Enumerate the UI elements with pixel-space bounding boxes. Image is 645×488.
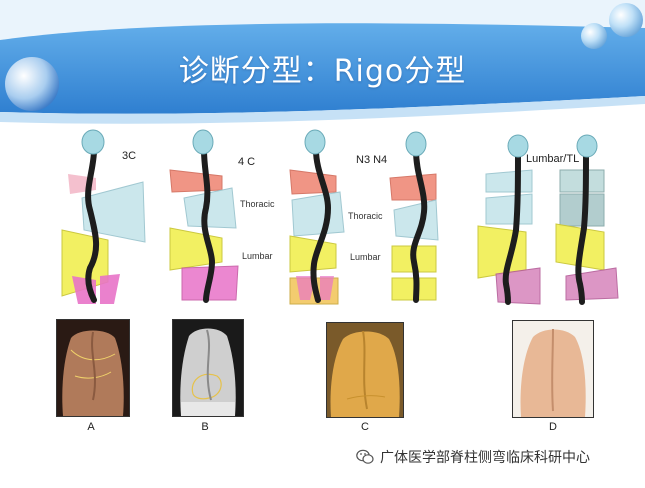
figure-3c — [61, 129, 146, 304]
photo-caption-a: A — [87, 421, 95, 433]
figure-tl — [555, 134, 619, 305]
slide-header — [0, 0, 645, 124]
decor-sphere-right-small — [581, 23, 607, 49]
watermark-text: 广体医学部脊柱侧弯临床科研中心 — [380, 450, 590, 466]
label-thoracic-4c: Thoracic — [240, 199, 275, 209]
patient-photo-a — [56, 319, 130, 417]
figure-lumbar — [477, 134, 541, 305]
label-type-lumbar-tl: Lumbar/TL — [526, 153, 580, 165]
label-type-n3n4: N3 N4 — [356, 154, 388, 166]
label-thoracic-n3: Thoracic — [348, 211, 383, 221]
label-type-3c: 3C — [122, 150, 137, 162]
wechat-icon — [356, 449, 374, 464]
figure-4c — [169, 129, 239, 303]
patient-photo-c — [326, 322, 404, 418]
photo-caption-d: D — [549, 421, 557, 433]
photo-caption-c: C — [361, 421, 369, 433]
decor-sphere-right-large — [609, 3, 643, 37]
label-type-4c: 4 C — [238, 156, 256, 168]
label-lumbar-n3: Lumbar — [350, 252, 381, 262]
patient-photo-b — [172, 319, 244, 417]
patient-photo-d — [512, 320, 594, 418]
photo-caption-b: B — [201, 421, 209, 433]
slide-title: 诊断分型：Rigo分型 — [178, 54, 467, 89]
decor-sphere-left — [5, 57, 59, 111]
figure-n3 — [289, 129, 345, 305]
label-lumbar-4c: Lumbar — [242, 251, 273, 261]
figure-n4 — [389, 131, 439, 303]
watermark: 广体医学部脊柱侧弯临床科研中心 — [356, 446, 590, 468]
